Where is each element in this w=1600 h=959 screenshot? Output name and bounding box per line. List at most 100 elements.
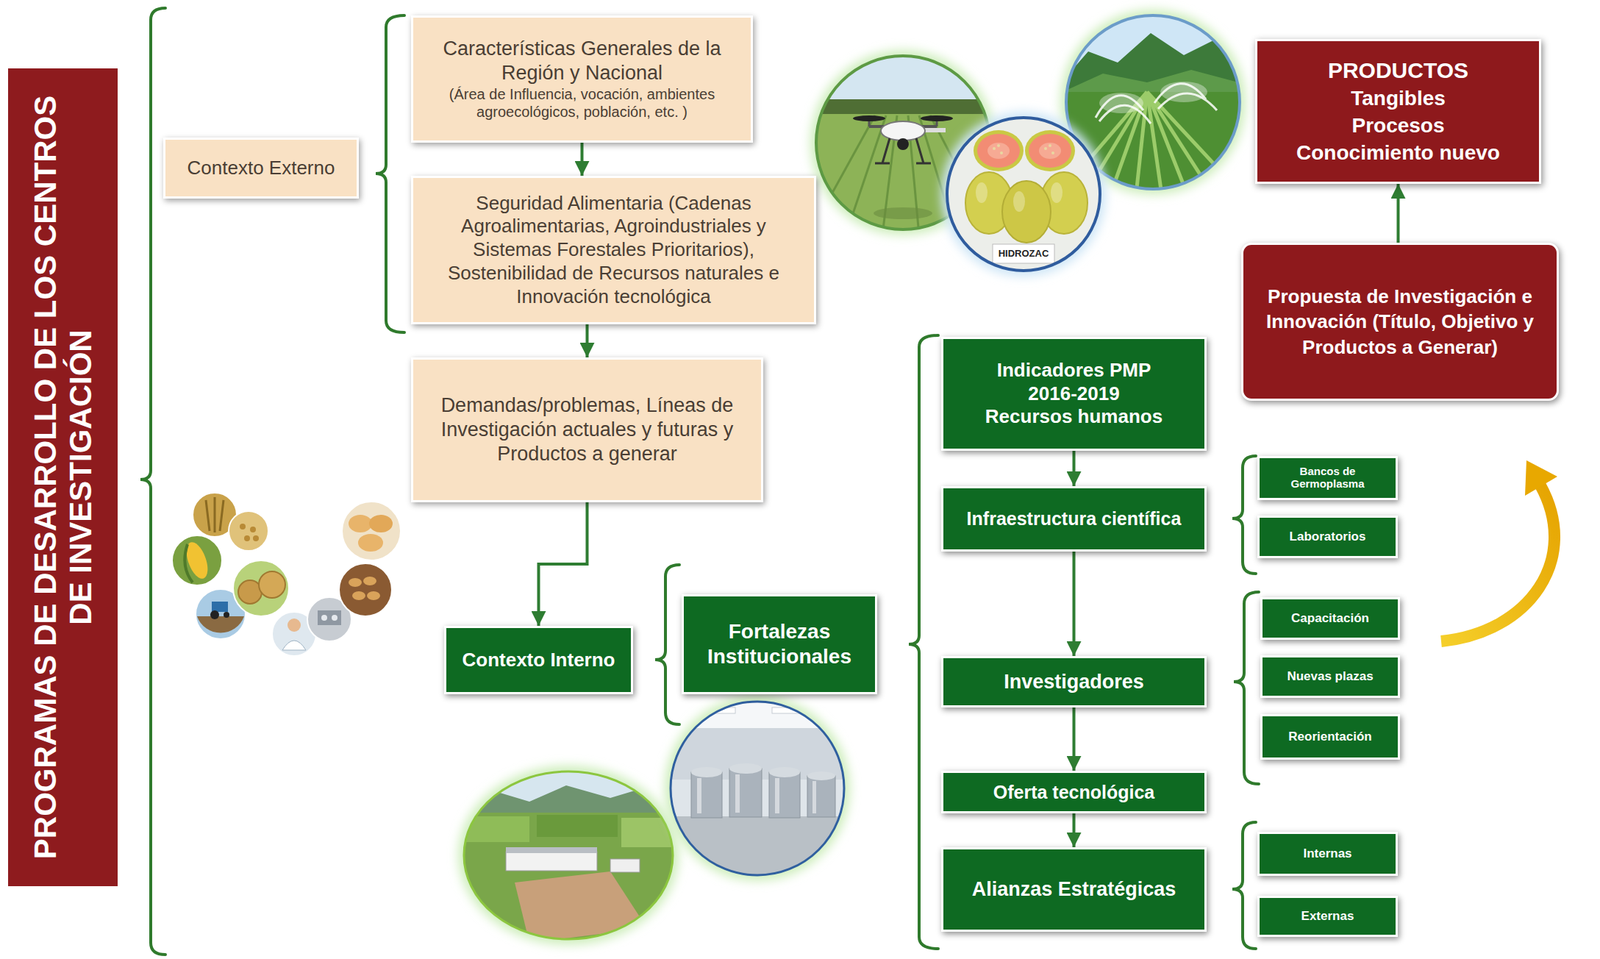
context-box: Contexto Externo — [163, 137, 359, 199]
box-label: Alianzas Estratégicas — [952, 877, 1196, 902]
bread-photo — [341, 501, 401, 561]
illustration-part — [769, 772, 800, 818]
illustration-part — [691, 772, 723, 818]
context-box: Contexto Interno — [444, 625, 634, 695]
illustration-part — [852, 115, 886, 122]
illustration-part — [348, 514, 373, 533]
illustration-part — [812, 780, 817, 814]
curved-arrow — [1441, 485, 1555, 642]
illustration-part — [331, 614, 338, 621]
guava-photo — [941, 111, 1106, 277]
box-label: Demandas/problemas, Líneas de Investigac… — [423, 393, 751, 467]
box-label: Propuesta de Investigación e Innovación … — [1255, 283, 1545, 360]
bakery-photo — [338, 563, 392, 617]
arrow-head — [1525, 460, 1558, 496]
box-label: Laboratorios — [1263, 529, 1392, 544]
illustration-part — [775, 777, 780, 814]
process-box: Indicadores PMP2016-2019Recursos humanos — [941, 336, 1207, 451]
illustration-part — [977, 133, 1020, 168]
illustration-part — [941, 111, 1106, 277]
illustration-part — [665, 698, 850, 883]
lab-photo — [664, 695, 850, 883]
grain-photo — [228, 511, 269, 551]
illustration-part — [287, 618, 301, 632]
illustration-part — [944, 113, 1103, 273]
illustration-part — [1050, 182, 1063, 203]
illustration-part — [244, 535, 250, 542]
box-label: Contexto Interno — [455, 648, 623, 673]
item-box: Laboratorios — [1257, 515, 1398, 559]
photo-caption: HIDROZAC — [992, 247, 1055, 261]
item-box: Internas — [1257, 831, 1398, 876]
illustration-part — [505, 851, 598, 871]
illustration-part — [947, 117, 1100, 271]
process-box: Oferta tecnológica — [941, 770, 1207, 814]
bracket — [1233, 591, 1259, 784]
illustration-part — [1048, 144, 1052, 148]
illustration-part — [223, 611, 230, 618]
illustration-part — [210, 610, 220, 620]
box-label: Externas — [1263, 908, 1392, 923]
illustration-part — [987, 142, 1010, 159]
illustration-part — [691, 766, 723, 778]
process-box: Investigadores — [941, 655, 1207, 708]
illustration-part — [769, 766, 800, 778]
hay-photo — [233, 560, 289, 617]
illustration-part — [1028, 133, 1072, 168]
illustration-part — [348, 577, 362, 587]
illustration-part — [239, 523, 246, 530]
illustration-part — [735, 774, 740, 813]
illustration-part — [233, 560, 289, 617]
illustration-part — [250, 526, 256, 533]
box-label: Características Generales de la Región y… — [423, 36, 741, 86]
illustration-part — [363, 576, 377, 586]
illustration-part — [944, 113, 1103, 273]
illustration-part — [463, 771, 673, 939]
box-label: Infraestructura científica — [952, 507, 1196, 531]
process-box: Fortalezas Institucionales — [681, 594, 878, 695]
box-label: Investigadores — [952, 669, 1196, 695]
corn-photo — [172, 535, 223, 586]
illustration-part — [459, 768, 681, 945]
process-box: Alianzas Estratégicas — [941, 847, 1207, 932]
connector-arrow — [1072, 707, 1076, 771]
illustration-part — [514, 871, 648, 943]
illustration-part — [920, 115, 953, 122]
illustration-part — [992, 144, 1055, 155]
item-box: Bancos de Germoplasma — [1257, 455, 1398, 500]
illustration-part — [1044, 147, 1048, 150]
illustration-part — [665, 698, 850, 728]
process-box: Infraestructura científica — [941, 486, 1207, 552]
illustration-part — [875, 138, 931, 164]
process-box: Seguridad Alimentaria (Cadenas Agroalime… — [411, 175, 817, 325]
bracket — [140, 8, 1259, 955]
illustration-part — [665, 816, 850, 883]
item-box: Capacitación — [1260, 597, 1400, 640]
illustration-part — [1147, 91, 1214, 195]
illustration-part — [975, 182, 988, 203]
box-label: Nuevas plazas — [1266, 669, 1394, 684]
box-label: Conocimiento nuevo — [1269, 139, 1528, 167]
connector-arrow — [1072, 450, 1076, 487]
item-box: Reorientación — [1260, 713, 1400, 760]
illustration-part — [880, 121, 925, 141]
box-label: Bancos de Germoplasma — [1263, 465, 1392, 491]
illustration-part — [973, 130, 1024, 172]
illustration-part — [197, 616, 245, 634]
illustration-part — [873, 207, 933, 220]
illustration-part — [729, 768, 762, 817]
illustration-part — [352, 591, 366, 600]
illustration-part — [358, 533, 384, 552]
box-label: PRODUCTOS — [1269, 55, 1528, 86]
proposal-box: Propuesta de Investigación e Innovación … — [1241, 242, 1559, 401]
illustration-part — [1160, 81, 1208, 103]
illustration-part — [1002, 180, 1051, 243]
box-label: Oferta tecnológica — [952, 780, 1196, 804]
illustration-part — [1038, 142, 1062, 159]
illustration-part — [807, 771, 836, 781]
bracket — [140, 8, 166, 955]
title-band: PROGRAMAS DE DESARROLLO DE LOS CENTROS D… — [8, 68, 118, 887]
bracket — [1232, 455, 1256, 574]
